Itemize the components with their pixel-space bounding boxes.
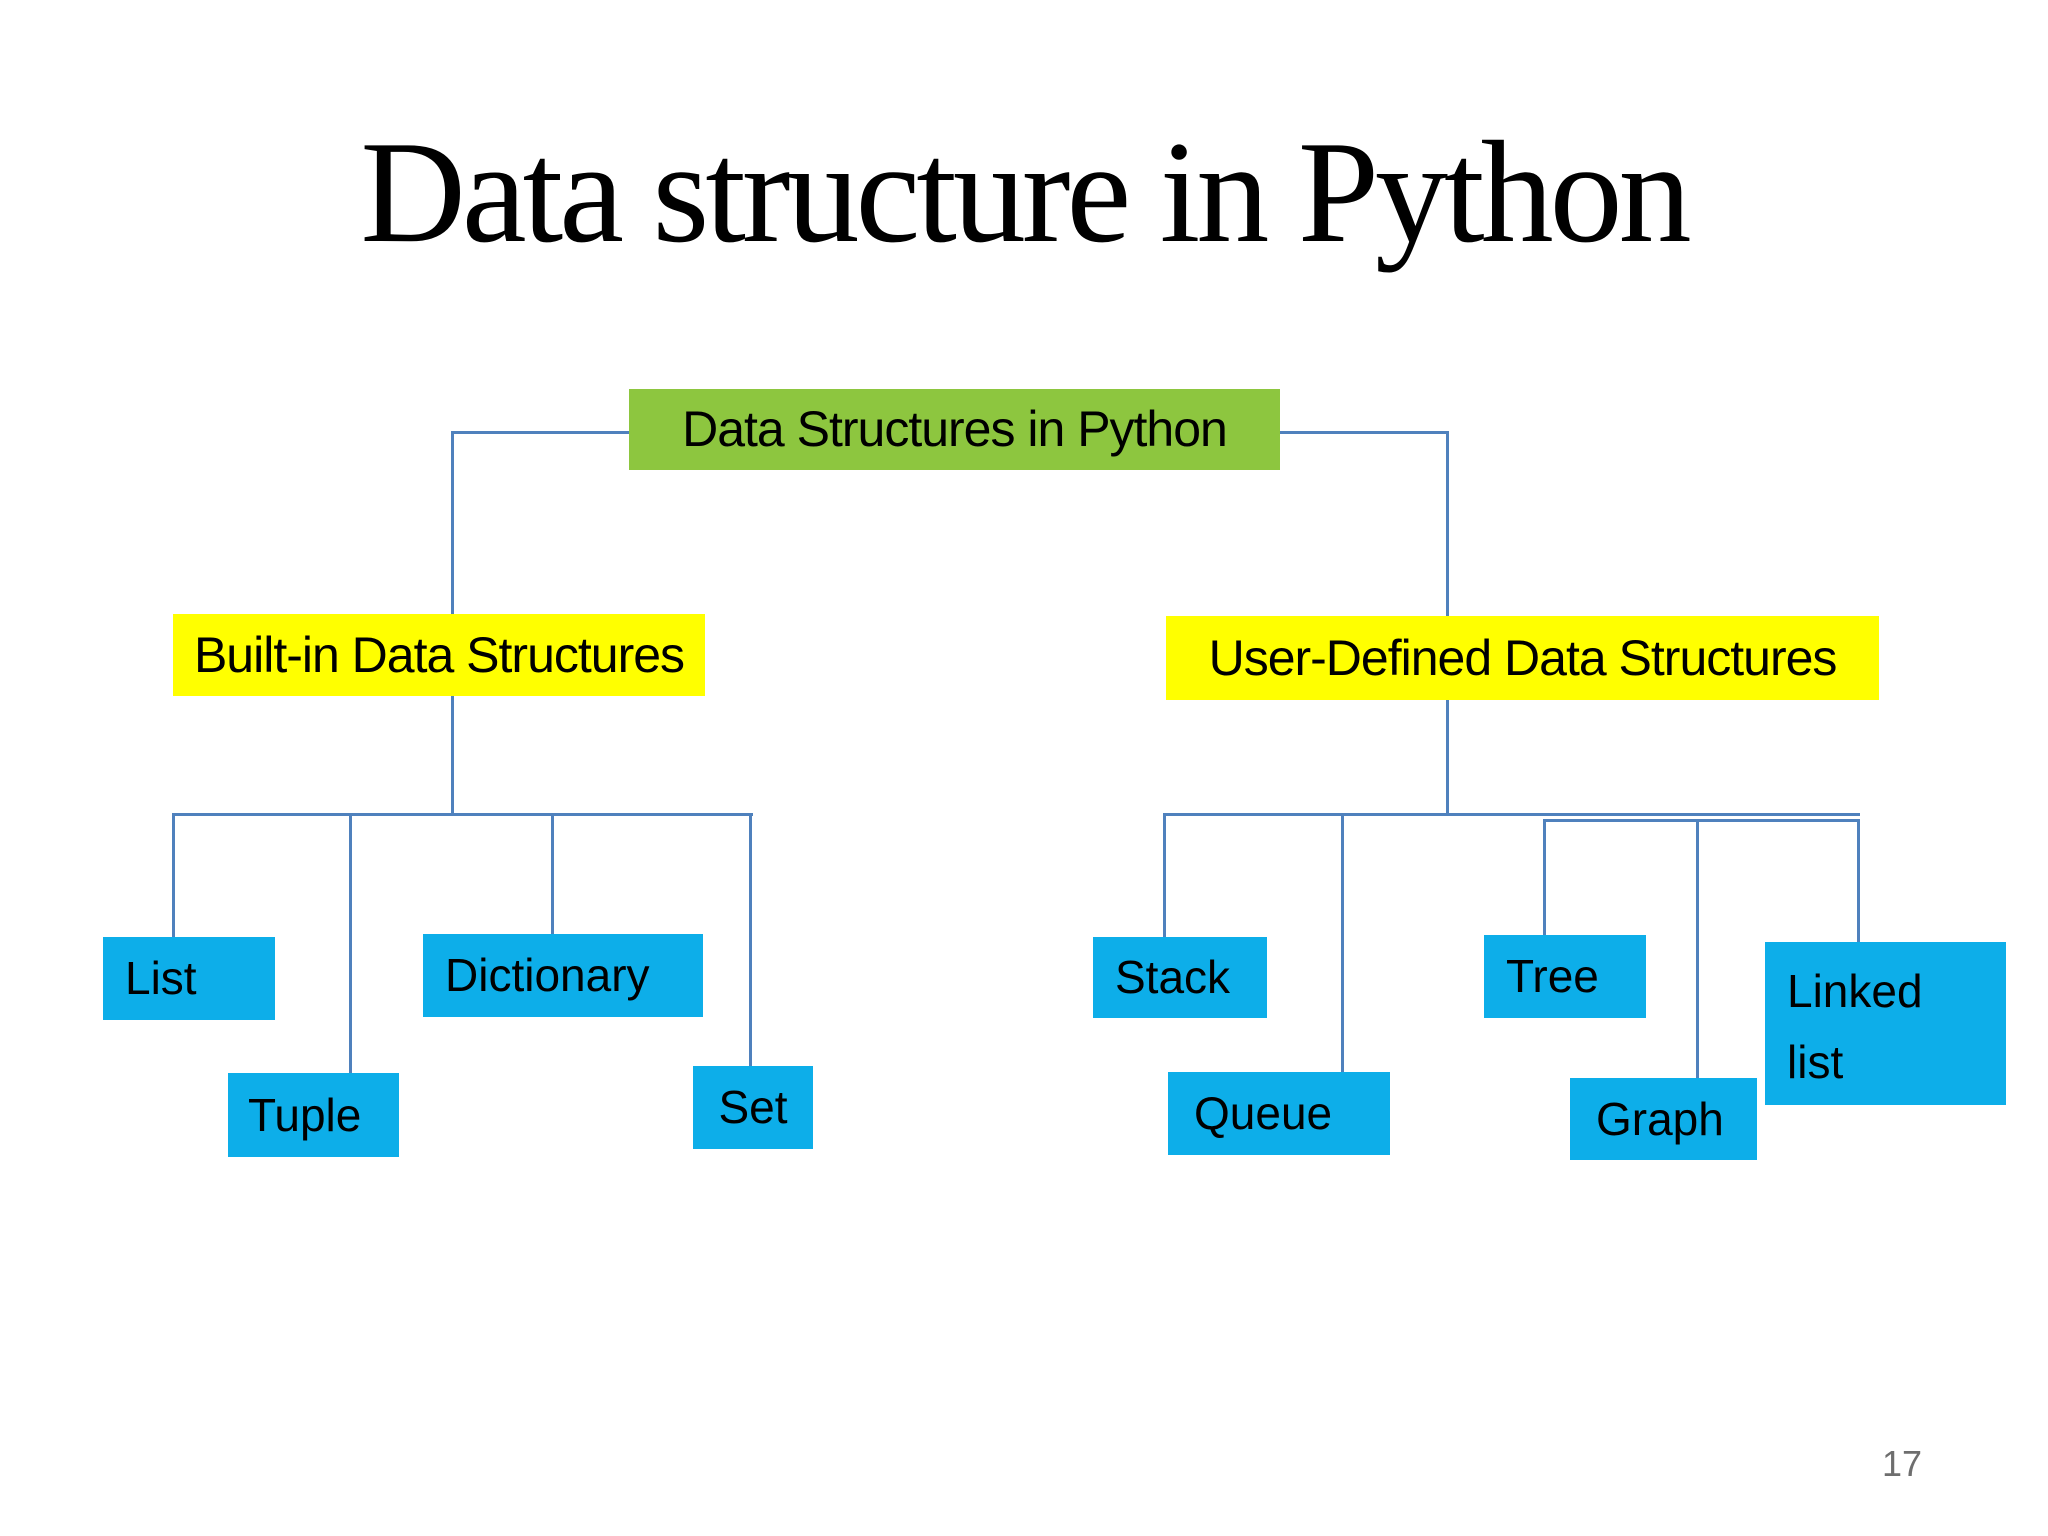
node-built-in-data-structures: Built-in Data Structures (173, 614, 705, 696)
node-set: Set (693, 1066, 813, 1149)
connector-tuple-drop (349, 813, 352, 1073)
connector-set-drop (749, 813, 752, 1066)
connector-root-left-vertical (451, 431, 454, 614)
node-user-defined-data-structures: User-Defined Data Structures (1166, 616, 1879, 700)
node-linked-list: Linked list (1765, 942, 2006, 1105)
connector-right-category-drop (1446, 700, 1449, 814)
connector-linked-list-drop (1857, 819, 1860, 942)
node-graph: Graph (1570, 1078, 1757, 1160)
node-tuple: Tuple (228, 1073, 399, 1157)
node-list: List (103, 937, 275, 1020)
connector-queue-drop (1341, 813, 1344, 1072)
node-root: Data Structures in Python (629, 389, 1280, 470)
connector-root-right-horizontal (1280, 431, 1449, 434)
page-number: 17 (1882, 1443, 1923, 1484)
connector-root-left-horizontal (452, 431, 629, 434)
connector-list-drop (172, 813, 175, 937)
connector-graph-drop (1696, 819, 1699, 1078)
slide-title: Data structure in Python (360, 111, 1691, 273)
node-stack: Stack (1093, 937, 1267, 1018)
connector-left-category-drop (451, 696, 454, 814)
connector-stack-drop (1163, 813, 1166, 937)
connector-right-junction-bar-lower (1543, 819, 1860, 822)
connector-root-right-vertical (1446, 431, 1449, 616)
node-queue: Queue (1168, 1072, 1390, 1155)
connector-tree-drop (1543, 819, 1546, 935)
connector-dictionary-drop (551, 813, 554, 934)
node-tree: Tree (1484, 935, 1646, 1018)
node-dictionary: Dictionary (423, 934, 703, 1017)
connector-right-junction-bar (1165, 813, 1860, 816)
connector-left-junction-bar (173, 813, 753, 816)
